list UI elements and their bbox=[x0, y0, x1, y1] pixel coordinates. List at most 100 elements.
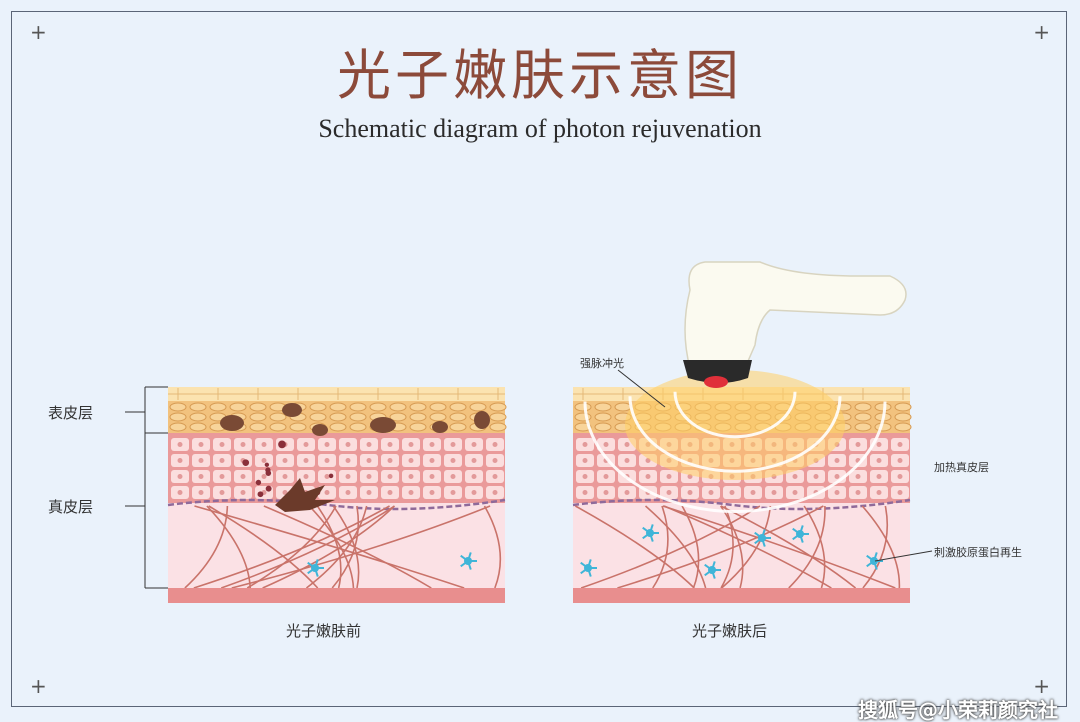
epidermis-cell bbox=[249, 422, 267, 432]
cell-nucleus bbox=[324, 474, 330, 479]
collagen-fiber bbox=[262, 505, 395, 589]
cell-nucleus bbox=[282, 458, 288, 463]
melanin-dot bbox=[242, 459, 250, 467]
cell-nucleus bbox=[582, 490, 588, 495]
cell-nucleus bbox=[198, 490, 204, 495]
pigment-spot bbox=[220, 415, 244, 431]
epidermis-cell bbox=[349, 402, 367, 412]
cell-nucleus bbox=[198, 442, 204, 447]
epidermis-cell bbox=[349, 412, 367, 422]
melanin-dot bbox=[264, 462, 270, 467]
cell-nucleus bbox=[897, 458, 903, 463]
cell-nucleus bbox=[219, 442, 225, 447]
pigment-spot bbox=[282, 403, 302, 417]
epidermis-cell bbox=[249, 412, 267, 422]
watermark: 搜狐号@小荣莉颜究社 bbox=[858, 698, 1058, 722]
cell-nucleus bbox=[429, 458, 435, 463]
epidermis-label: 表皮层 bbox=[48, 404, 94, 422]
epidermis-cell bbox=[389, 402, 407, 412]
cell-nucleus bbox=[408, 442, 414, 447]
cell-nucleus bbox=[282, 474, 288, 479]
cell-nucleus bbox=[366, 442, 372, 447]
epidermis-cell bbox=[854, 422, 872, 432]
cell-nucleus bbox=[324, 458, 330, 463]
epidermis-cell bbox=[209, 402, 227, 412]
cell-nucleus bbox=[603, 474, 609, 479]
fibroblast-body bbox=[464, 557, 472, 565]
pigment-spot bbox=[370, 417, 396, 433]
fibroblast-icon bbox=[754, 529, 771, 547]
subcutaneous-band bbox=[573, 588, 910, 603]
epidermis-cell bbox=[449, 422, 467, 432]
epidermis-cell bbox=[269, 412, 287, 422]
collagen-fiber bbox=[617, 505, 824, 589]
cell-nucleus bbox=[450, 490, 456, 495]
cell-nucleus bbox=[792, 474, 798, 479]
epidermis-cell bbox=[594, 412, 612, 422]
cell-nucleus bbox=[240, 442, 246, 447]
epidermis-cell bbox=[894, 402, 912, 412]
cell-nucleus bbox=[792, 490, 798, 495]
corner-cross-icon: + bbox=[30, 674, 47, 698]
melanin-dot bbox=[265, 485, 272, 492]
melanin-dot bbox=[328, 473, 334, 479]
collagen-fiber bbox=[788, 505, 826, 589]
epidermis-cell bbox=[489, 422, 507, 432]
melanin-dot bbox=[278, 440, 286, 449]
cell-nucleus bbox=[450, 442, 456, 447]
epidermis-cell bbox=[409, 412, 427, 422]
epidermis-cell bbox=[249, 402, 267, 412]
cell-nucleus bbox=[240, 490, 246, 495]
ipl-device-icon bbox=[683, 261, 907, 388]
cell-nucleus bbox=[603, 490, 609, 495]
light-wave bbox=[673, 391, 797, 439]
cell-nucleus bbox=[666, 474, 672, 479]
epidermis-cell bbox=[169, 412, 187, 422]
cell-nucleus bbox=[624, 442, 630, 447]
cell-nucleus bbox=[303, 442, 309, 447]
epidermis-cell bbox=[594, 402, 612, 412]
epidermis-cell bbox=[329, 412, 347, 422]
fibroblast-body bbox=[796, 530, 804, 538]
epidermis-cell bbox=[854, 402, 872, 412]
epidermis-cell bbox=[854, 412, 872, 422]
epidermis-cell bbox=[269, 422, 287, 432]
cell-nucleus bbox=[834, 474, 840, 479]
cell-nucleus bbox=[303, 474, 309, 479]
fibroblast-icon bbox=[580, 559, 597, 577]
epidermis-cell bbox=[309, 402, 327, 412]
cell-nucleus bbox=[177, 442, 183, 447]
epidermis-cell bbox=[189, 412, 207, 422]
cell-nucleus bbox=[429, 442, 435, 447]
fibroblast-icon bbox=[642, 524, 659, 542]
collagen-fiber bbox=[720, 505, 744, 589]
cell-nucleus bbox=[471, 442, 477, 447]
light-wave bbox=[583, 401, 887, 513]
collagen-fiber bbox=[231, 505, 491, 589]
collagen-fiber bbox=[644, 505, 707, 589]
epidermis-cell bbox=[894, 412, 912, 422]
cell-nucleus bbox=[219, 474, 225, 479]
epidermis-cell bbox=[614, 402, 632, 412]
cell-nucleus bbox=[708, 490, 714, 495]
cell-nucleus bbox=[366, 458, 372, 463]
cell-nucleus bbox=[324, 442, 330, 447]
collagen-fiber bbox=[574, 505, 695, 589]
cell-nucleus bbox=[813, 474, 819, 479]
cell-nucleus bbox=[450, 458, 456, 463]
cell-nucleus bbox=[855, 442, 861, 447]
cell-nucleus bbox=[366, 490, 372, 495]
cell-nucleus bbox=[408, 474, 414, 479]
collagen-label: 刺激胶原蛋白再生 bbox=[934, 546, 1022, 559]
cell-nucleus bbox=[177, 458, 183, 463]
cell-nucleus bbox=[771, 490, 777, 495]
device-head bbox=[683, 360, 752, 383]
fibroblast-icon bbox=[460, 552, 477, 570]
cell-nucleus bbox=[177, 474, 183, 479]
cell-nucleus bbox=[345, 490, 351, 495]
melanocyte bbox=[275, 478, 335, 512]
cell-nucleus bbox=[834, 490, 840, 495]
heat-dermis-label: 加热真皮层 bbox=[934, 461, 989, 474]
cell-nucleus bbox=[303, 458, 309, 463]
